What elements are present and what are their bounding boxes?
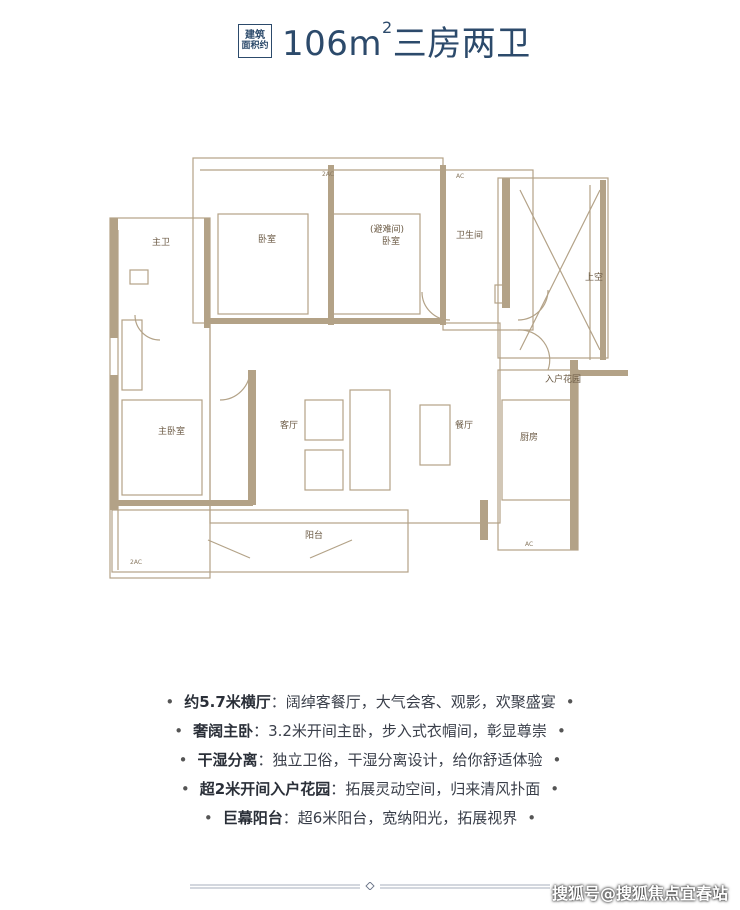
footer-divider [190,882,550,890]
bed [217,213,309,315]
wall-segment [578,370,628,376]
label-bathroom: 卫生间 [456,229,483,241]
floor-plan: 主卫 卧室 (避难间) 卧室 卫生间 上空 入户花园 主卧室 客厅 餐厅 厨房 … [109,157,628,579]
ac-label: AC [525,541,533,548]
dining-table [419,404,451,466]
wall-segment [110,218,118,338]
feature-title: 干湿分离 [197,751,258,769]
wall-outline [442,169,534,331]
wall-segment [210,318,440,324]
ac-label: 2AC [130,559,142,566]
label-master-bedroom: 主卧室 [158,425,185,437]
wall-segment [440,165,446,325]
feature-title: 超2米开间入户花园 [199,780,331,798]
door-swing [219,369,251,401]
wall-segment [502,178,510,308]
bullet: • [174,722,184,740]
label-shelter-room-line2: 卧室 [382,235,400,247]
feature-title: 约5.7米横厅 [184,693,271,711]
bullet: • [178,751,188,769]
title-number: 106m [282,24,383,64]
bullet: • [552,751,562,769]
ac-label: 2AC [322,171,334,178]
label-master-bath: 主卫 [152,236,170,248]
feature-item: • 超2米开间入户花园：拓展灵动空间，归来清风扑面 • [0,775,740,804]
label-living-room: 客厅 [280,419,298,431]
wall-segment [110,375,118,510]
feature-item: • 巨幕阳台：超6米阳台，宽纳阳光，拓展视界 • [0,804,740,833]
label-entrance-garden: 入户花园 [545,373,581,385]
wall-segment [118,500,253,506]
feature-text: ：3.2米开间主卧，步入式衣帽间，彰显尊崇 [253,722,547,740]
toilet [129,269,149,285]
label-kitchen: 厨房 [520,431,538,443]
feature-list: •约5.7米横厅：阔绰客餐厅，大气会客、观影，欢聚盛宴• •奢阔主卧：3.2米开… [0,688,740,833]
bullet: • [165,693,175,711]
wall-outline [192,157,444,324]
label-balcony: 阳台 [305,529,323,541]
wall-outline [497,369,579,551]
feature-text: ：独立卫俗，干湿分离设计，给你舒适体验 [257,751,543,769]
wall-segment [570,360,578,550]
area-badge: 建筑 面积约 [238,24,272,58]
label-shelter-room-line1: (避难间) [370,223,404,235]
feature-text: ：超6米阳台，宽纳阳光，拓展视界 [282,809,518,827]
watermark: 搜狐号@搜狐焦点宜春站 [551,884,728,903]
label-bedroom: 卧室 [258,233,276,245]
bullet: • [527,809,537,827]
wall-segment [328,165,334,325]
kitchen-counter [501,399,573,501]
bullet: • [203,809,213,827]
page-title: 106m2三房两卫 [282,16,531,65]
coffee-table [349,389,391,491]
feature-title: 巨幕阳台 [222,809,283,827]
feature-item: • 约5.7米横厅：阔绰客餐厅，大气会客、观影，欢聚盛宴 • [0,688,740,717]
door-swing [134,314,161,341]
wall-segment [600,180,606,360]
wall-outline [497,177,609,359]
feature-item: • 干湿分离：独立卫俗，干湿分离设计，给你舒适体验 • [0,746,740,775]
wall-segment [248,370,256,505]
ac-label: AC [456,173,464,180]
header: 建筑 面积约 106m2三房两卫 [0,14,740,64]
wall-segment [204,218,210,328]
wall-segment [480,500,488,540]
feature-title: 奢阔主卧 [193,722,254,740]
title-text: 三房两卫 [392,24,531,64]
title-sup: 2 [382,18,393,37]
bullet: • [180,780,190,798]
bullet: • [550,780,560,798]
feature-text: ：阔绰客餐厅，大气会客、观影，欢聚盛宴 [270,693,556,711]
sofa [304,449,344,491]
label-void: 上空 [585,271,603,283]
sofa [304,399,344,441]
wall-outline [109,217,211,579]
bullet: • [565,693,575,711]
bullet: • [556,722,566,740]
master-bed [121,399,203,496]
feature-item: • 奢阔主卧：3.2米开间主卧，步入式衣帽间，彰显尊崇 • [0,717,740,746]
label-dining-room: 餐厅 [455,419,473,431]
wardrobe [121,319,143,391]
feature-text: ：拓展灵动空间，归来清风扑面 [330,780,541,798]
balcony-outline [111,509,409,573]
area-badge-line1: 建筑 [245,30,265,41]
door-swing [517,329,551,371]
area-badge-line2: 面积约 [241,41,269,51]
